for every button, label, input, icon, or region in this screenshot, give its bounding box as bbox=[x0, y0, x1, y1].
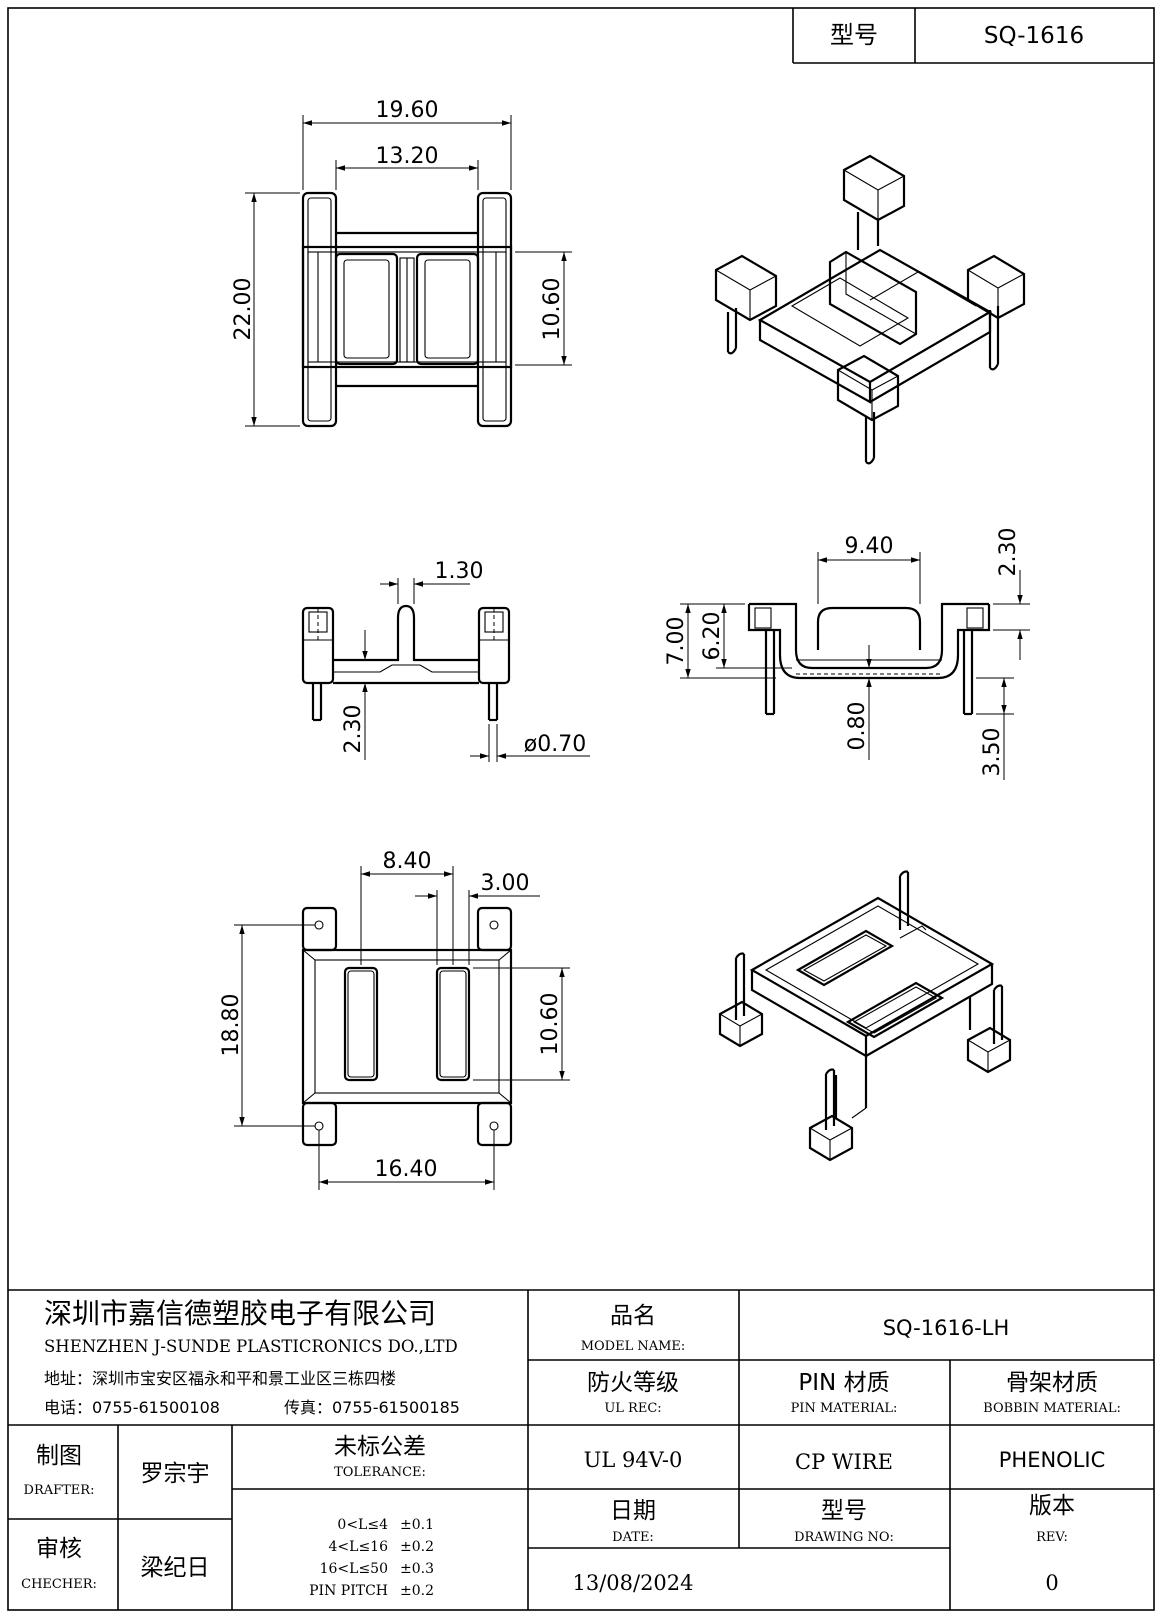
date-en: DATE: bbox=[612, 1530, 654, 1545]
tolerance-range-2: 4<L≤16 bbox=[329, 1539, 389, 1555]
front-view-dimensions: 9.40 2.30 7.00 6.20 0.80 3.50 bbox=[664, 528, 1030, 780]
tolerance-range-3: 16<L≤50 bbox=[320, 1561, 388, 1577]
pin-material-cn: PIN 材质 bbox=[798, 1370, 889, 1396]
dim-front-pin: 3.50 bbox=[980, 728, 1005, 777]
dim-front-floor: 0.80 bbox=[845, 702, 870, 751]
top-view bbox=[301, 191, 513, 428]
dim-bottom-gap: 8.40 bbox=[383, 849, 432, 874]
rev-en: REV: bbox=[1036, 1530, 1068, 1545]
iso-view-top bbox=[714, 154, 1026, 465]
rev-value: 0 bbox=[1045, 1571, 1058, 1595]
checker-en: CHECHER: bbox=[21, 1577, 97, 1592]
drawing-no-en: DRAWING NO: bbox=[794, 1530, 894, 1545]
header-box: 型号 SQ-1616 bbox=[792, 8, 1154, 64]
dim-top-window: 10.60 bbox=[540, 278, 565, 341]
drawing-no-cn: 型号 bbox=[821, 1498, 867, 1524]
side-view-dimensions: 1.30 2.30 ø0.70 bbox=[341, 559, 590, 762]
sheet-border bbox=[7, 7, 1155, 1611]
dim-bottom-window: 10.60 bbox=[538, 993, 563, 1056]
title-block: 深圳市嘉信德塑胶电子有限公司 SHENZHEN J-SUNDE PLASTICR… bbox=[8, 1289, 1154, 1610]
date-value: 13/08/2024 bbox=[572, 1571, 693, 1595]
company-fax: 传真：0755-61500185 bbox=[284, 1398, 460, 1417]
model-name-en: MODEL NAME: bbox=[581, 1339, 686, 1354]
tolerance-value-1: ±0.1 bbox=[400, 1517, 434, 1533]
checker-value: 梁纪日 bbox=[141, 1555, 210, 1581]
drafter-value: 罗宗宇 bbox=[141, 1461, 210, 1487]
dim-pin-diameter: ø0.70 bbox=[524, 732, 586, 757]
dim-side-slot: 1.30 bbox=[435, 559, 484, 584]
rev-cn: 版本 bbox=[1029, 1493, 1075, 1519]
company-address: 地址：深圳市宝安区福永和平和景工业区三栋四楼 bbox=[44, 1369, 396, 1388]
tolerance-value-3: ±0.3 bbox=[400, 1561, 434, 1577]
bottom-view bbox=[301, 906, 513, 1147]
dim-bottom-height: 18.80 bbox=[219, 994, 244, 1057]
bobbin-material-cn: 骨架材质 bbox=[1006, 1370, 1098, 1396]
tolerance-value-4: ±0.2 bbox=[400, 1583, 434, 1599]
tolerance-value-2: ±0.2 bbox=[400, 1539, 434, 1555]
dim-front-inner: 6.20 bbox=[700, 612, 725, 661]
tolerance-range-1: 0<L≤4 bbox=[337, 1517, 388, 1533]
dim-top-width-inner: 13.20 bbox=[376, 144, 439, 169]
dim-bottom-slot: 3.00 bbox=[481, 871, 530, 896]
tolerance-cn: 未标公差 bbox=[334, 1434, 426, 1460]
top-view-dimensions: 19.60 13.20 22.00 10.60 bbox=[231, 98, 572, 427]
model-name-cn: 品名 bbox=[610, 1303, 656, 1329]
company-phone: 电话：0755-61500108 bbox=[44, 1398, 220, 1417]
dim-bottom-width: 16.40 bbox=[375, 1157, 438, 1182]
dim-front-width: 9.40 bbox=[845, 534, 894, 559]
ul-rec-en: UL REC: bbox=[604, 1401, 661, 1416]
dim-top-width-outer: 19.60 bbox=[376, 98, 439, 123]
pin-material-value: CP WIRE bbox=[795, 1450, 893, 1474]
company-name-cn: 深圳市嘉信德塑胶电子有限公司 bbox=[44, 1297, 436, 1330]
tolerance-range-4: PIN PITCH bbox=[309, 1583, 388, 1599]
model-name-value: SQ-1616-LH bbox=[883, 1316, 1010, 1340]
iso-view-bottom bbox=[718, 870, 1012, 1162]
ul-rec-cn: 防火等级 bbox=[587, 1370, 679, 1396]
dim-top-height: 22.00 bbox=[231, 278, 256, 341]
bobbin-material-value: PHENOLIC bbox=[999, 1448, 1106, 1472]
header-model-value: SQ-1616 bbox=[984, 23, 1084, 49]
pin-material-en: PIN MATERIAL: bbox=[791, 1401, 898, 1416]
drafter-en: DRAFTER: bbox=[24, 1483, 95, 1498]
dim-front-top: 2.30 bbox=[996, 528, 1021, 577]
bottom-view-dimensions: 8.40 3.00 18.80 10.60 16.40 bbox=[219, 849, 570, 1190]
drafter-cn: 制图 bbox=[36, 1443, 82, 1469]
header-model-label: 型号 bbox=[830, 21, 878, 49]
tolerance-en: TOLERANCE: bbox=[334, 1465, 426, 1480]
checker-cn: 审核 bbox=[36, 1536, 82, 1562]
ul-rec-value: UL 94V-0 bbox=[584, 1448, 683, 1472]
bobbin-material-en: BOBBIN MATERIAL: bbox=[983, 1401, 1121, 1416]
date-cn: 日期 bbox=[610, 1498, 656, 1524]
company-name-en: SHENZHEN J-SUNDE PLASTICRONICS DO.,LTD bbox=[44, 1337, 458, 1356]
dim-side-base: 2.30 bbox=[341, 705, 366, 754]
side-view bbox=[301, 604, 511, 722]
dim-front-height: 7.00 bbox=[664, 617, 689, 666]
